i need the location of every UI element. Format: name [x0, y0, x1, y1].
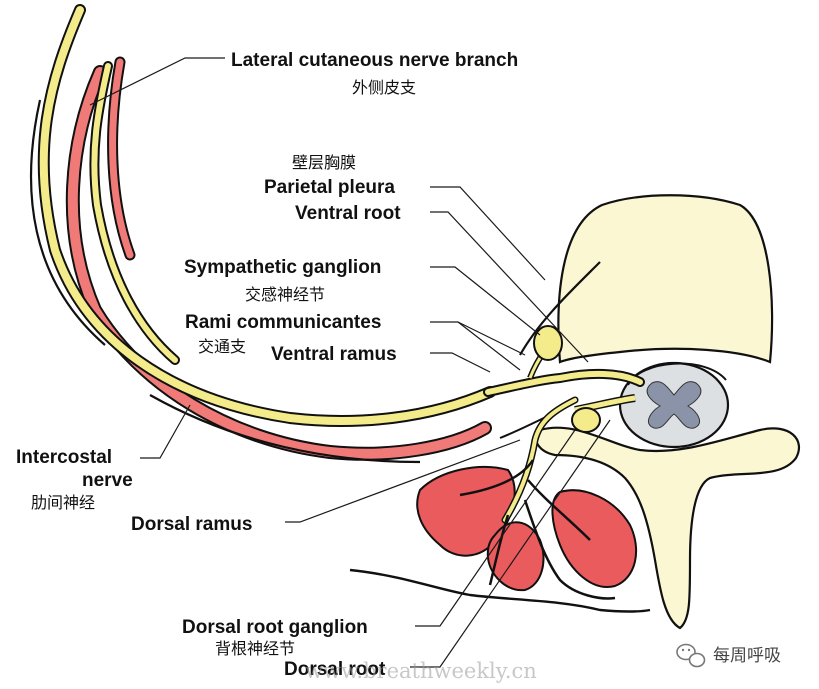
dorsal-root-ganglion-shape	[571, 407, 601, 433]
sympathetic-ganglion-shape	[533, 325, 563, 361]
dorsal-ramus-branch-1	[459, 459, 535, 497]
leader-ventral-ramus	[430, 352, 491, 373]
lateral-cutaneous-branch	[91, 63, 178, 363]
intercostal-artery-fill	[67, 67, 490, 459]
deep-back-muscle-2	[551, 489, 638, 588]
watermark-text: www.breathweekly.cn	[305, 659, 537, 683]
label-ventral-root: Ventral root	[295, 203, 401, 224]
label-intercostal-line2: nerve	[82, 470, 133, 491]
leader-dorsal-root	[410, 419, 611, 668]
leader-parietal-pleura	[430, 186, 546, 281]
label-parietal-pleura: Parietal pleura	[264, 177, 395, 198]
lateral-artery-branch-fill	[109, 58, 134, 259]
dorsal-ramus-branch-3	[523, 499, 616, 600]
label-sympathetic-ganglion-zh: 交感神经节	[245, 285, 325, 304]
leader-drg	[415, 429, 576, 627]
leader-lateral-cutaneous	[89, 57, 225, 106]
wechat-icon	[676, 643, 706, 668]
muscle-layer-line-1	[29, 99, 106, 346]
skin-outline	[349, 568, 651, 613]
gray-matter	[646, 381, 702, 429]
wechat-badge: 每周呼吸	[676, 643, 781, 668]
label-rami-communicantes: Rami communicantes	[185, 312, 381, 333]
ventral-ramus-nerve-fill	[485, 370, 643, 395]
intercostal-nerve	[39, 6, 494, 425]
badge-text: 每周呼吸	[713, 646, 781, 666]
label-parietal-pleura-zh: 壁层胸膜	[292, 153, 356, 172]
label-sympathetic-ganglion: Sympathetic ganglion	[184, 257, 381, 278]
label-lateral-cutaneous: Lateral cutaneous nerve branch	[231, 50, 518, 71]
label-intercostal-zh: 肋间神经	[31, 493, 95, 512]
dorsal-ramus-branch-4	[488, 514, 510, 586]
vertebral-body	[557, 194, 774, 364]
muscle-layer-line-2	[149, 394, 421, 464]
dorsal-ramus-nerve-fill	[503, 398, 577, 522]
pleura-line	[519, 261, 601, 356]
label-dorsal-root-ganglion: Dorsal root ganglion	[182, 617, 368, 638]
label-ventral-ramus: Ventral ramus	[271, 344, 397, 365]
leader-intercostal	[140, 404, 191, 459]
label-dorsal-root: Dorsal root	[284, 659, 386, 680]
vertebral-arch	[534, 426, 801, 630]
leader-sympathetic	[430, 266, 541, 336]
label-rami-communicantes-zh: 交通支	[198, 337, 246, 356]
label-intercostal-line1: Intercostal	[16, 447, 112, 468]
leader-ventral-root	[430, 211, 589, 363]
dorsal-ramus-branch-2	[527, 479, 591, 541]
label-lateral-cutaneous-zh: 外侧皮支	[352, 78, 416, 97]
label-dorsal-ramus: Dorsal ramus	[131, 514, 252, 535]
label-dorsal-root-ganglion-zh: 背根神经节	[215, 639, 295, 658]
leader-dorsal-ramus	[285, 439, 521, 523]
leader-rami-2	[457, 321, 526, 356]
